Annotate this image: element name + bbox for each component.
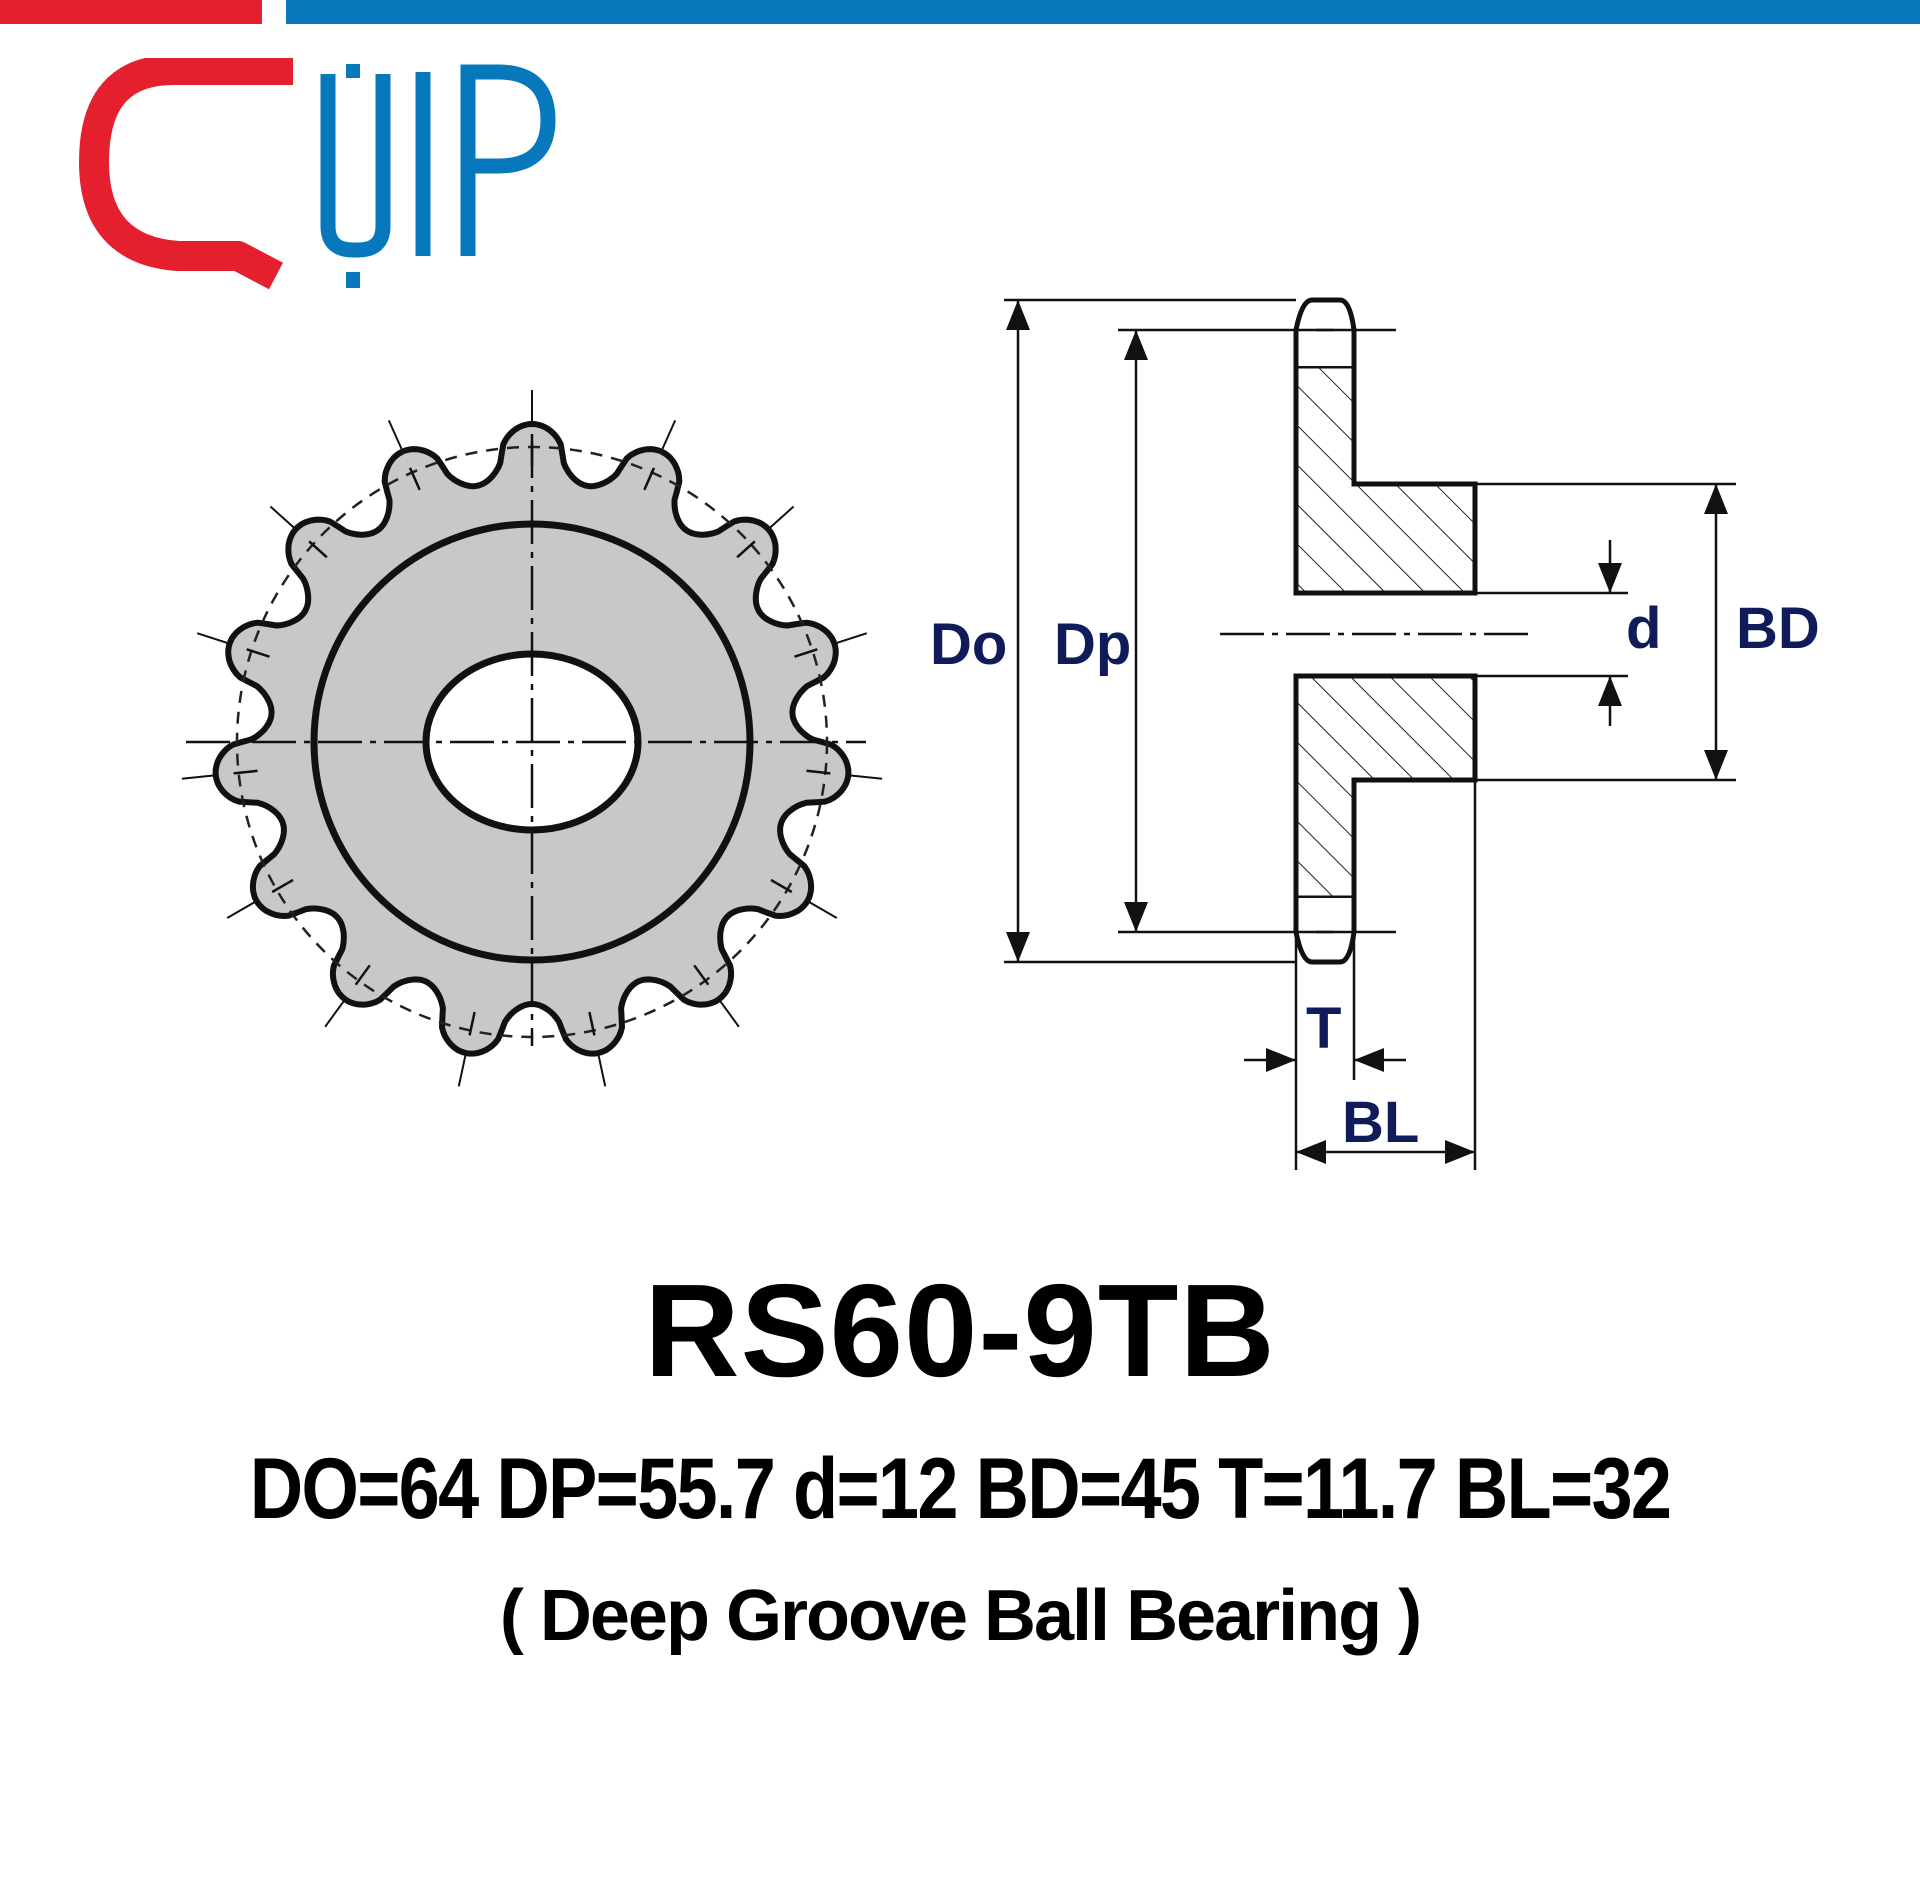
tooth-mark <box>233 769 258 775</box>
label-dp: Dp <box>1054 612 1131 677</box>
tooth-mark <box>468 1011 476 1036</box>
tooth-axis-mark <box>181 774 216 780</box>
label-bd: BD <box>1736 596 1820 661</box>
tooth-axis-mark <box>457 1052 467 1087</box>
tooth-axis-mark <box>767 505 795 530</box>
product-type: ( Deep Groove Ball Bearing ) <box>499 1576 1422 1656</box>
dimension-lines <box>1004 298 1736 1170</box>
sprocket-side-view <box>1220 297 1530 965</box>
tooth-mark <box>271 878 294 894</box>
plate-lower <box>1293 673 1478 901</box>
label-bl: BL <box>1342 1090 1419 1155</box>
tooth-axis-mark <box>834 632 868 645</box>
plate-upper <box>1293 363 1478 596</box>
tooth-axis-mark <box>660 419 677 452</box>
sprocket-front-view <box>181 390 883 1087</box>
tooth-mark <box>736 540 756 559</box>
tooth-tip-upper <box>1293 297 1357 366</box>
logo-letters-uip <box>320 64 556 258</box>
tooth-mark <box>770 878 793 894</box>
tooth-mark <box>246 648 270 658</box>
logo-q-shape <box>79 58 293 290</box>
tooth-mark <box>693 964 710 986</box>
tooth-axis-mark <box>196 632 230 645</box>
tooth-mark <box>588 1011 596 1036</box>
tooth-center-marks <box>181 390 883 1087</box>
tooth-tip-lower <box>1293 898 1357 965</box>
tooth-axis-mark <box>597 1052 607 1087</box>
label-do: Do <box>930 612 1007 677</box>
tooth-axis-mark <box>269 505 297 530</box>
tooth-mark <box>308 540 328 559</box>
quip-logo <box>79 58 556 290</box>
tooth-mark <box>354 964 371 986</box>
tooth-mark <box>408 467 421 491</box>
tooth-axis-mark <box>718 998 740 1028</box>
front-center-lines <box>186 434 866 1046</box>
tooth-axis-mark <box>806 900 838 919</box>
tooth-mark <box>794 648 818 658</box>
tooth-axis-mark <box>387 419 404 452</box>
tooth-mark <box>806 769 831 775</box>
tooth-axis-mark <box>848 774 883 780</box>
top-bar-blue <box>286 0 1920 24</box>
tooth-axis-mark <box>324 998 346 1028</box>
product-specs: DO=64 DP=55.7 d=12 BD=45 T=11.7 BL=32 <box>249 1441 1672 1537</box>
tooth-mark <box>643 467 656 491</box>
logo-dots <box>346 64 360 288</box>
tooth-axis-mark <box>226 900 258 919</box>
top-bar-red <box>0 0 262 24</box>
label-t: T <box>1306 996 1341 1061</box>
label-d: d <box>1626 596 1661 661</box>
product-model: RS60-9TB <box>644 1257 1276 1404</box>
